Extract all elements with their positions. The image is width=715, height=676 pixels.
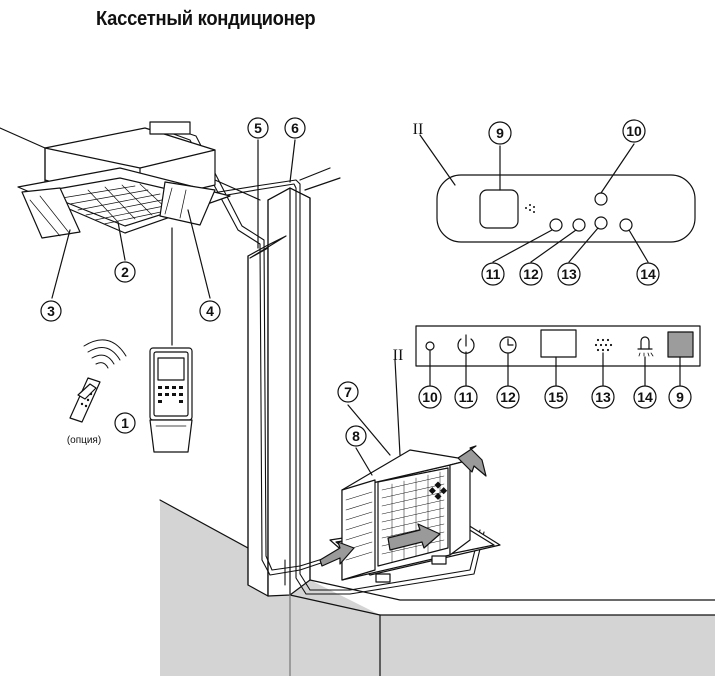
callout-bot-12: 12 (500, 389, 516, 405)
callout-4: 4 (206, 303, 214, 319)
callout-bot-13: 13 (595, 389, 611, 405)
callout-bot-11: 11 (459, 389, 474, 405)
fan-dots-icon (525, 204, 535, 213)
remote-control (69, 339, 127, 423)
callout-top-9: 9 (496, 125, 504, 141)
fan-mode-icon (594, 338, 613, 352)
callout-top-10: 10 (626, 123, 642, 139)
outdoor-display-panel (415, 325, 701, 387)
callout-3: 3 (47, 303, 55, 319)
remote-caption: (опция) (67, 435, 101, 446)
callout-bot-15: 15 (548, 389, 564, 405)
callout-7: 7 (344, 384, 352, 400)
callout-top-13: 13 (561, 266, 577, 282)
sensor-icon (667, 331, 694, 358)
alarm-bell-icon (637, 336, 654, 357)
callout-top-12: 12 (523, 266, 539, 282)
callout-bot-14: 14 (637, 389, 653, 405)
callout-2: 2 (121, 264, 129, 280)
callout-markers (40, 117, 692, 447)
callout-8: 8 (352, 428, 360, 444)
callout-5: 5 (254, 120, 262, 136)
callout-top-14: 14 (640, 266, 656, 282)
page-title: Кассетный кондиционер (96, 8, 316, 30)
wall-controller (149, 347, 193, 453)
indicator-led (425, 341, 435, 351)
display-window (540, 329, 577, 358)
callout-leaders (51, 139, 401, 476)
callout-bot-9: 9 (676, 389, 684, 405)
cassette-indoor-unit (0, 121, 231, 346)
callout-1: 1 (121, 415, 129, 431)
indoor-display-panel (419, 134, 696, 263)
outdoor-unit (319, 445, 501, 583)
callout-bot-10: 10 (422, 389, 438, 405)
section-mark-top: II (413, 121, 424, 138)
timer-icon (499, 336, 517, 354)
callout-6: 6 (291, 120, 299, 136)
section-mark-bottom: II (393, 347, 404, 364)
callout-top-11: 11 (486, 266, 501, 282)
sensor-window (479, 189, 519, 229)
